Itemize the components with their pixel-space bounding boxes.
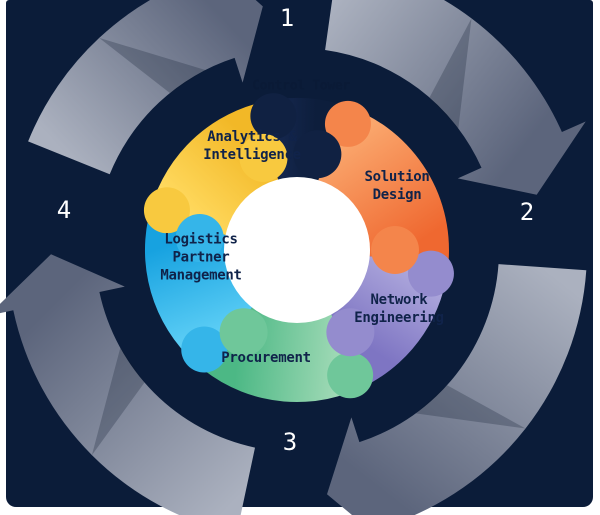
tab-outer-procurement <box>327 352 374 399</box>
tab-outer-logistics-partner-management <box>181 326 228 373</box>
cycle-arrow-bottom-right <box>327 264 587 515</box>
cycle-arrow-bottom-left-fold <box>91 347 145 456</box>
wheel-center <box>224 177 370 323</box>
cycle-arrow-bottom-left <box>0 254 255 515</box>
cycle-arrow-top-right <box>325 0 586 195</box>
tab-outer-solution-design <box>324 100 371 147</box>
cycle-arrow-top-right-fold <box>429 18 472 129</box>
tab-inner-solution-design <box>371 226 419 274</box>
tab-inner-procurement <box>219 308 268 357</box>
tab-inner-control-tower <box>293 130 342 179</box>
tab-outer-analytics-intelligence <box>143 187 190 234</box>
cycle-arrow-top-left <box>28 0 263 175</box>
tab-outer-control-tower <box>250 93 297 140</box>
cycle-arrow-bottom-right-fold <box>415 385 526 429</box>
tab-inner-logistics-partner-management <box>175 214 224 263</box>
tab-outer-network-engineering <box>407 250 454 297</box>
tab-inner-analytics-intelligence <box>239 133 288 182</box>
cycle-arrow-top-left-fold <box>99 37 206 93</box>
tab-inner-network-engineering <box>326 308 375 357</box>
